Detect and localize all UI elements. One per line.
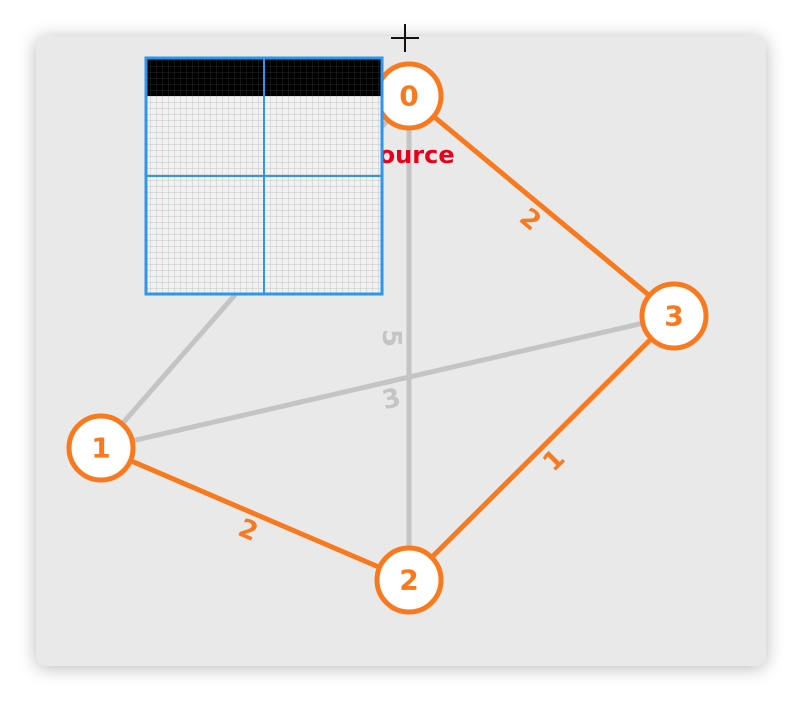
graph-node-1[interactable]: 1 (66, 413, 136, 483)
node-label: 3 (664, 300, 683, 333)
edge-0-2[interactable]: 5 (376, 93, 412, 583)
edge-weight-label: 2 (234, 513, 262, 548)
edge-weight-label: 5 (376, 329, 406, 347)
crosshair-icon (391, 24, 419, 52)
node-label: 2 (399, 564, 418, 597)
node-label: 1 (91, 432, 110, 465)
graph-node-3[interactable]: 3 (639, 281, 709, 351)
edge-1-2[interactable]: 2 (98, 445, 412, 583)
node-label: 0 (399, 80, 418, 113)
graph-node-2[interactable]: 2 (374, 545, 444, 615)
edge-weight-label: 3 (379, 383, 403, 416)
edge-2-3[interactable]: 1 (406, 313, 677, 583)
edge-0-3[interactable]: 2 (406, 93, 677, 319)
magnifier-grid (144, 56, 384, 296)
graph-node-0[interactable]: 0 (374, 61, 444, 131)
